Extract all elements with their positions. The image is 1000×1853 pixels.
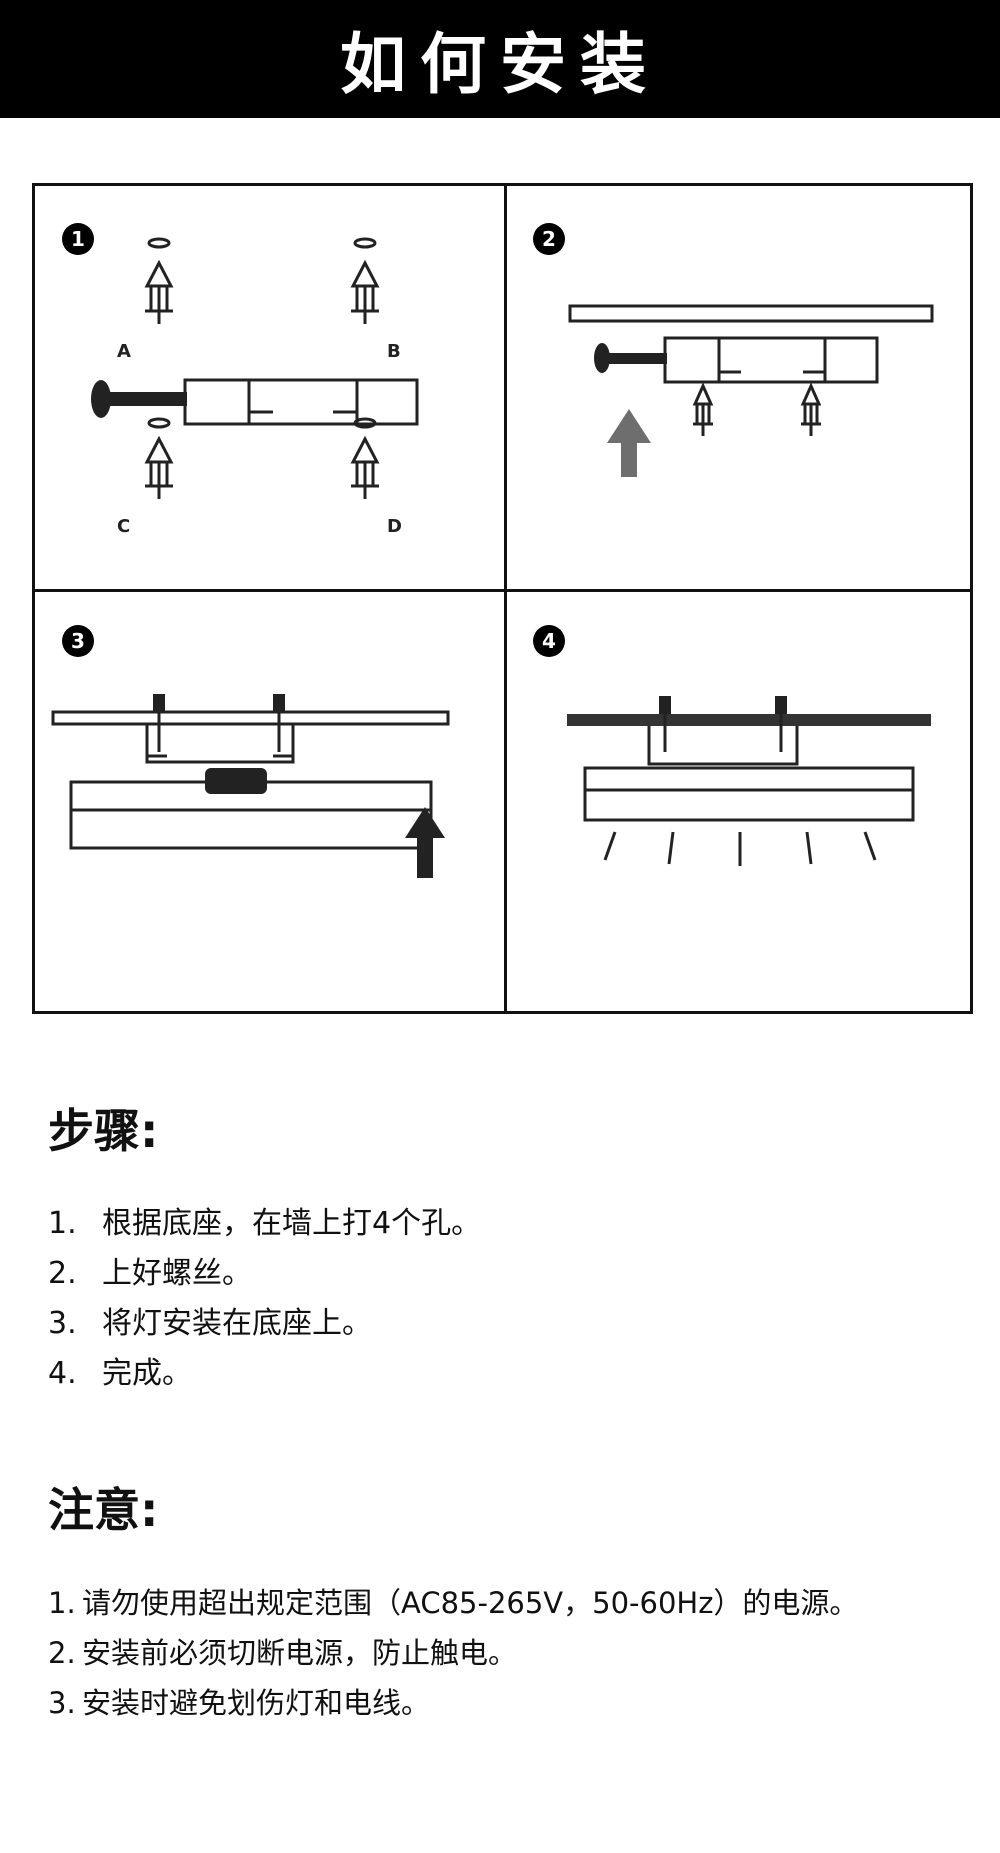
diagram-mount-light xyxy=(51,694,450,878)
steps-list: 1.根据底座，在墙上打4个孔。 2.上好螺丝。 3.将灯安装在底座上。 4.完成… xyxy=(48,1199,481,1399)
list-item: 1.请勿使用超出规定范围（AC85-265V，50-60Hz）的电源。 xyxy=(48,1586,859,1620)
step-number-badge: 1 xyxy=(62,223,94,255)
list-item: 3.将灯安装在底座上。 xyxy=(48,1306,372,1341)
page-title: 如何安装 xyxy=(340,26,660,103)
step-number-badge: 3 xyxy=(62,625,94,657)
list-item: 3.安装时避免划伤灯和电线。 xyxy=(48,1686,431,1720)
hole-label-b: B xyxy=(387,341,401,362)
panel-step-2: 2 xyxy=(507,186,973,589)
list-item: 4.完成。 xyxy=(48,1356,192,1391)
grid-divider-horizontal xyxy=(35,589,970,592)
hole-label-d: D xyxy=(387,516,402,537)
installation-diagram-grid: 1 A B C D 2 xyxy=(32,183,973,1014)
grid-divider-vertical xyxy=(504,186,507,1011)
diagram-complete xyxy=(567,696,931,866)
list-item: 2.上好螺丝。 xyxy=(48,1256,252,1291)
hole-label-c: C xyxy=(117,516,131,537)
panel-step-4: 4 xyxy=(507,592,973,1011)
list-item: 1.根据底座，在墙上打4个孔。 xyxy=(48,1206,482,1241)
panel-step-1: 1 A B C D xyxy=(35,186,504,589)
list-item: 2.安装前必须切断电源，防止触电。 xyxy=(48,1636,518,1670)
panel-step-3: 3 xyxy=(35,592,504,1011)
steps-title: 步骤: xyxy=(48,1104,159,1158)
step-number-badge: 4 xyxy=(533,625,565,657)
hole-label-a: A xyxy=(117,341,131,362)
diagram-drill-holes xyxy=(91,237,419,499)
page-header: 如何安装 xyxy=(0,0,1000,118)
diagram-fit-screws xyxy=(568,304,934,477)
step-number-badge: 2 xyxy=(533,223,565,255)
notes-title: 注意: xyxy=(48,1483,159,1537)
notes-list: 1.请勿使用超出规定范围（AC85-265V，50-60Hz）的电源。 2.安装… xyxy=(48,1578,858,1728)
